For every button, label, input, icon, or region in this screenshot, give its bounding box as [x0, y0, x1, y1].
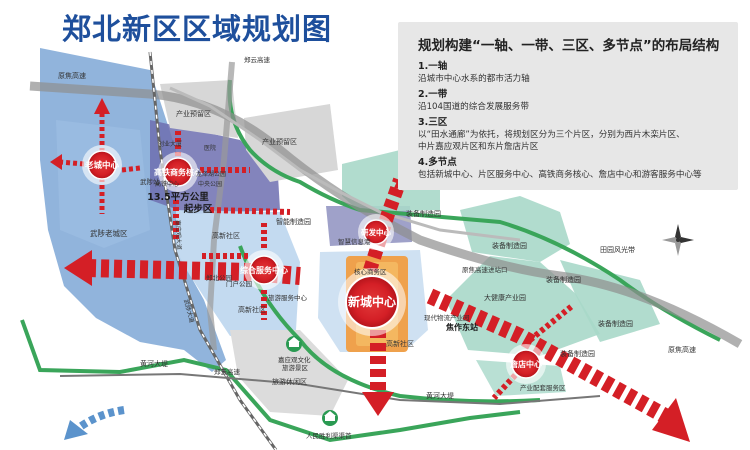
label-zhuangbei-2: 装备制造园 [492, 241, 527, 250]
label-gaotie: 高铁商务核心 [154, 167, 202, 177]
label-zhengyun-bottom: 郑云高速 [214, 367, 241, 376]
center-zhandian[interactable] [506, 344, 546, 384]
item-1-line: 沿城市中心水系的都市活力轴 [418, 74, 530, 84]
laocheng-arrowhead-n [94, 98, 110, 114]
map-title: 郑北新区区域规划图 [62, 12, 333, 46]
axis-arrowhead-west [64, 250, 92, 286]
huanghe-dike [59, 372, 601, 406]
layout-structure-panel: 规划构建“一轴、一带、三区、多节点”的布局结构 1.一轴 沿城市中心水系的都市活… [398, 22, 738, 190]
label-jiaying: 嘉应观文化 [278, 355, 311, 364]
label-huanghe-2: 黄河大堤 [426, 391, 454, 400]
item-2-line: 沿104国道的综合发展服务带 [418, 102, 529, 112]
label-gaoxin-3: 高新社区 [386, 339, 414, 348]
gaotie-arrows [173, 130, 291, 240]
label-reserve-2: 产业预留区 [262, 137, 297, 146]
label-yuanjiao-gangkou: 原焦高速进站口 [462, 265, 508, 274]
axis-southeast [426, 288, 669, 423]
center-gaotie[interactable] [158, 152, 198, 192]
compass-icon [662, 224, 694, 256]
item-3-line-1: 以“田水通廊”为依托，将规划区分为三个片区，分别为西片木栾片区、 [418, 130, 685, 140]
label-qibu-zone: 起步区 [183, 203, 213, 215]
center-xincheng[interactable] [338, 268, 406, 336]
label-zhuangbei-4: 装备制造园 [598, 319, 633, 328]
label-zhihui-xinxi: 智慧信息港 [338, 237, 371, 246]
label-menhu: 门户公园 [226, 279, 252, 288]
label-zhongyang: 中央公园 [198, 180, 222, 188]
label-hexin: 核心商务区 [354, 267, 387, 276]
label-reserve-1: 产业预留区 [176, 109, 211, 118]
green-zone-east2 [446, 256, 600, 356]
center-yanfa[interactable] [358, 214, 394, 250]
label-lvyou-xiuxian: 旅游休闲区 [272, 377, 307, 386]
label-lvyou-jingqu: 旅游景区 [282, 363, 309, 372]
label-chuangye: 创业大厦 [158, 140, 182, 148]
zhandian-arrows [491, 303, 574, 401]
green-corridor-west [20, 319, 521, 443]
road-104 [169, 86, 521, 242]
zonghe-arrows [200, 220, 267, 320]
label-zhengbei-park: 郑北公园 [206, 274, 232, 282]
label-wuzhi-old: 武陟老城区 [90, 228, 128, 238]
label-zonghe: 综合服务中心 [240, 265, 288, 275]
label-yiyuan: 医院 [204, 144, 216, 152]
label-gaotie-zhongxin: 高铁中心 [155, 180, 179, 188]
center-laocheng[interactable] [82, 145, 122, 185]
river-arrowhead [64, 420, 88, 440]
label-da-jiankang: 大健康产业园 [484, 293, 526, 302]
label-zhuangbei-1: 装备制造园 [406, 209, 441, 218]
label-zhandian: 詹店中心 [510, 359, 542, 369]
label-wuzhi-zhan: 武陟站 [140, 177, 160, 186]
temple-icon [286, 336, 302, 352]
label-yuanjiao-right: 原焦高速 [668, 345, 696, 354]
item-1-head: 1.一轴 [418, 61, 448, 72]
river-arrow [73, 406, 125, 434]
highway-yuanjiao [29, 81, 743, 348]
panel-title: 规划构建“一轴、一带、三区、多节点”的布局结构 [418, 38, 720, 54]
tourism-zone [230, 330, 348, 416]
label-zhengyun-top: 郑云高速 [244, 55, 271, 64]
label-yuanjiao-top: 原焦高速 [58, 71, 86, 80]
axis-arrowhead-south [362, 392, 394, 416]
label-gaoxin-1: 高新社区 [212, 231, 240, 240]
item-3-line-2: 中片嘉应观片区和东片詹店片区 [418, 142, 539, 152]
item-3-head: 3.三区 [418, 117, 448, 128]
label-gaoxin-2: 高新社区 [238, 305, 266, 314]
item-4-head: 4.多节点 [418, 157, 457, 168]
label-laocheng: 老城中心 [84, 160, 120, 171]
item-2-head: 2.一带 [418, 89, 448, 100]
museum-icon [322, 410, 338, 426]
laocheng-arrowhead-w [50, 154, 62, 170]
item-4-line: 包括新城中心、片区服务中心、高铁商务核心、詹店中心和游客服务中心等 [418, 170, 702, 180]
center-zonghe[interactable] [244, 250, 284, 290]
label-xiandai-wuliu: 现代物流产业园 [424, 313, 470, 322]
axis-northeast [363, 177, 407, 273]
label-renmin: 人民胜利渠渠首 [306, 431, 352, 440]
label-zhuangbei-3: 装备制造园 [546, 275, 581, 284]
label-lvyou-fuwu: 旅游服务中心 [268, 293, 308, 302]
label-jiaozuo-east: 焦作东站 [445, 322, 478, 332]
reserve-zone-2 [244, 104, 338, 182]
green-zone-east1 [460, 196, 570, 262]
label-yanfa: 研发中心 [361, 227, 391, 237]
label-qibu-area: 13.5平方公里 [147, 191, 209, 203]
label-xincheng: 新城中心 [348, 294, 396, 309]
label-tianyi-vert: 嘉应观大道 [174, 220, 183, 250]
label-longzhan: 龙泽湖公园 [196, 170, 226, 178]
railway-ties [149, 51, 277, 450]
axis-arrowhead-southeast [652, 398, 690, 442]
label-zhuangbei-5: 装备制造园 [560, 349, 595, 358]
highway-zhengyun [206, 61, 235, 351]
label-zhineng: 智能制造园 [276, 217, 311, 226]
label-huanghe-1: 黄河大堤 [140, 359, 168, 368]
label-tianyuan: 田园风光带 [600, 245, 635, 254]
label-peitao: 产业配套服务区 [520, 383, 566, 392]
